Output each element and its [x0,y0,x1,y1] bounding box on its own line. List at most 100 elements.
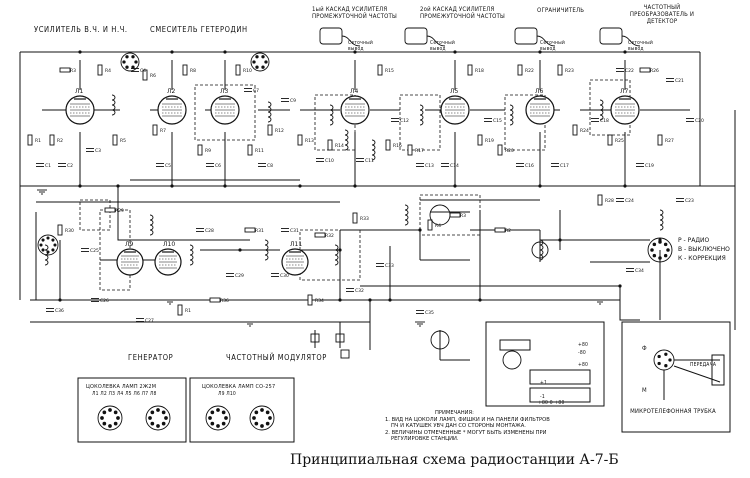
junction-dot [538,50,542,54]
capacitor-label: C28 [205,228,214,234]
junction-dot [353,184,357,188]
capacitor-label: C27 [145,318,154,324]
pinout-2zh2m-tubes: Л1 Л2 Л3 Л4 Л5 Л6 Л7 Л8 [92,391,157,397]
resistor [639,67,651,73]
resistor [494,227,506,233]
capacitor-label: C36 [55,308,64,314]
if-can-top [404,27,428,45]
capacitor-label: C18 [600,118,609,124]
pinout-pin [108,424,112,428]
jack [335,333,345,343]
resistor-label: R3 [70,68,76,74]
resistor [657,134,663,146]
notes-title: ПРИМЕЧАНИЯ: [435,410,474,416]
junction-dot [558,238,562,242]
socket-pin [650,248,654,252]
pinout-pin [221,421,226,426]
inductor-coil [659,209,664,231]
resistor-label: R14 [335,143,344,149]
junction-dot [78,184,82,188]
capacitor-label: C32 [355,288,364,294]
capacitor-label: C33 [385,263,394,269]
inductor-coil [539,239,544,261]
resistor [327,139,333,151]
capacitor-label: C29 [235,273,244,279]
capacitor-label: C9 [290,98,296,104]
pinout-pin [102,410,107,415]
section-mixer-oscillator: СМЕСИТЕЛЬ ГЕТЕРОДИН [150,25,248,34]
tube-socket [250,52,270,72]
sockets-layer [37,27,675,431]
capacitor-label: C1 [45,163,51,169]
resistor [352,212,358,224]
socket-pin [41,248,45,252]
capacitor-label: C19 [645,163,654,169]
resistor [297,134,303,146]
socket-pin [663,253,668,258]
capacitor-label: C3 [95,148,101,154]
capacitor-label: C22 [625,68,634,74]
socket-pin [652,242,657,247]
resistor-label: R9 [205,148,211,154]
pinout-pin [265,410,270,415]
junction-dot [478,298,482,302]
shield-can [79,199,111,231]
resistor [59,67,71,73]
legend-item-correction: К - КОРРЕКЦИЯ [678,255,726,262]
power-connector [502,350,522,370]
junction-dot [223,184,227,188]
tube-label: Л9 [125,241,134,248]
pinout-pin [260,408,264,412]
resistor [449,212,461,218]
resistor [247,144,253,156]
resistor [377,64,383,76]
grid-lead-label-1: Сеточный вывод [348,40,373,52]
junction-dot [623,184,627,188]
resistor-label: R30 [65,228,74,234]
resistor-label: R24 [580,128,589,134]
resistor [572,124,578,136]
junction-dot [338,298,342,302]
shield-can [194,84,256,141]
resistor-label: R1 [35,138,41,144]
capacitor-label: C34 [635,268,644,274]
junction-dot [338,248,342,252]
resistor [27,134,33,146]
pinout-pin [156,408,160,412]
antenna-socket [37,234,59,256]
junction-dot [353,50,357,54]
section-modulator: ЧАСТОТНЫЙ МОДУЛЯТОР [226,353,327,362]
handset-wire [619,286,640,321]
junction-dot [58,298,62,302]
pinout-socket [97,405,123,431]
socket-pin [658,256,662,260]
diagram-caption: Принципиальная схема радиостанции А-7-Б [290,452,619,468]
legend-item-radio: Р - РАДИО [678,237,710,244]
resistor [244,227,256,233]
pinout-pin [210,421,215,426]
handset-phone-label: Ф [642,345,647,352]
handset-transmit-label: ПЕРЕДАЧА [690,362,717,368]
resistor-label: R34 [315,298,324,304]
resistor [607,134,613,146]
resistor-label: R26 [650,68,659,74]
junction-dot [170,50,174,54]
junction-dot [78,50,82,54]
pinout-pin [100,416,104,420]
section-generator: ГЕНЕРАТОР [128,353,174,362]
socket-pin [255,65,259,69]
inductor-coil [189,244,194,266]
resistor [477,134,483,146]
gen-feed [117,186,250,241]
junction-dot [453,184,457,188]
pinout-pin [113,410,118,415]
socket-pin [664,352,668,356]
socket-pin [122,60,126,64]
pinout-pin [150,410,155,415]
resistor-label: R5 [120,138,126,144]
socket-pin [264,60,268,64]
socket-pin [658,240,662,244]
section-if2: 2ой КАСКАД УСИЛИТЕЛЯ ПРОМЕЖУТОЧНОЙ ЧАСТО… [420,6,506,20]
socket-pin [39,243,43,247]
